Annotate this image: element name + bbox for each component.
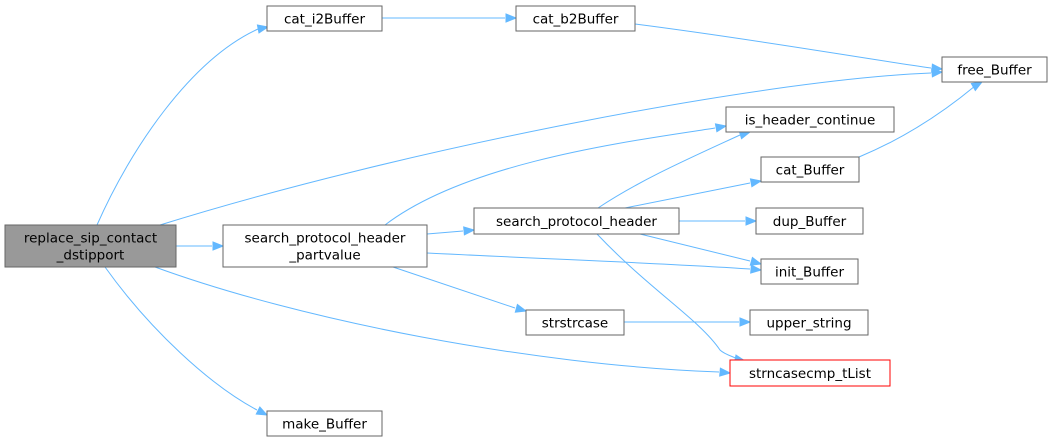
edge-line [426, 252, 751, 270]
arrowhead-icon [745, 216, 758, 226]
node-box [729, 359, 891, 387]
node-label: cat_Buffer [776, 163, 845, 179]
node-strstr[interactable]: strstrcase [525, 309, 625, 336]
node-box [749, 309, 869, 336]
node-label: is_header_continue [745, 113, 876, 129]
node-label: dup_Buffer [773, 214, 847, 230]
node-strncase[interactable]: strncasecmp_tList [729, 359, 891, 387]
node-box [760, 258, 859, 285]
node-label: replace_sip_contact [24, 231, 157, 247]
call-edges [96, 13, 984, 416]
arrowhead-icon [212, 241, 225, 251]
edge-line [159, 72, 932, 226]
edge-line [384, 127, 716, 226]
node-root[interactable]: replace_sip_contact_dstipport [4, 224, 177, 268]
edge-cat_buf-to-free [858, 81, 984, 158]
node-dup[interactable]: dup_Buffer [755, 207, 864, 235]
node-label: make_Buffer [282, 417, 367, 433]
node-label: _dstipport [56, 248, 125, 264]
node-box [725, 106, 895, 133]
node-make[interactable]: make_Buffer [266, 410, 383, 437]
edge-root-to-free [159, 68, 944, 226]
edge-sph_pv-to-is_hdr [384, 123, 728, 226]
edge-root-to-make [104, 266, 269, 416]
edge-line [596, 233, 741, 361]
edge-line [858, 85, 976, 158]
edge-line [96, 28, 259, 226]
edge-sph-to-is_hdr [597, 130, 752, 209]
node-box [266, 5, 383, 32]
arrowhead-icon [505, 13, 518, 23]
arrowhead-icon [719, 367, 732, 377]
edge-sph-to-init [639, 233, 763, 266]
edge-line [426, 230, 464, 235]
node-sph[interactable]: search_protocol_header [473, 207, 680, 235]
edge-line [597, 134, 741, 209]
call-nodes: replace_sip_contact_dstipport cat_i2Buffe… [4, 5, 1048, 437]
node-box [760, 156, 860, 183]
node-label: free_Buffer [957, 63, 1032, 79]
arrowhead-icon [463, 226, 476, 236]
node-box [525, 309, 625, 336]
edge-line [634, 23, 932, 69]
arrowhead-icon [970, 81, 984, 92]
edge-line [104, 266, 258, 411]
node-box [4, 224, 177, 268]
node-free[interactable]: free_Buffer [941, 56, 1048, 83]
edge-strstr-to-upper [624, 317, 752, 327]
node-box [755, 207, 864, 235]
arrowhead-icon [749, 256, 763, 266]
node-is-hdr[interactable]: is_header_continue [725, 106, 895, 133]
edge-line [154, 266, 720, 373]
node-box [222, 224, 428, 268]
arrowhead-icon [714, 123, 728, 133]
node-init[interactable]: init_Buffer [760, 258, 859, 285]
arrowhead-icon [750, 264, 763, 274]
arrowhead-icon [739, 317, 752, 327]
edge-line [624, 182, 751, 209]
node-box [515, 5, 636, 32]
arrowhead-icon [255, 406, 269, 416]
edge-line [639, 233, 751, 262]
node-label: cat_b2Buffer [533, 12, 619, 28]
edge-root-to-cat_i2 [96, 24, 270, 226]
edge-root-to-sph_pv [176, 241, 225, 251]
node-sph-pv[interactable]: search_protocol_header_partvalue [222, 224, 428, 268]
arrowhead-icon [749, 178, 763, 188]
node-label: strstrcase [542, 316, 609, 332]
node-label: cat_i2Buffer [284, 12, 366, 28]
edge-line [392, 266, 516, 309]
edge-sph-to-dup [679, 216, 758, 226]
node-label: search_protocol_header [496, 214, 657, 230]
node-box [266, 410, 383, 437]
node-label: _partvalue [288, 248, 360, 264]
node-box [473, 207, 680, 235]
node-label: upper_string [766, 316, 851, 332]
node-cat-b2[interactable]: cat_b2Buffer [515, 5, 636, 32]
arrowhead-icon [256, 24, 270, 34]
edge-cat_i2-to-cat_b2 [382, 13, 518, 23]
arrowhead-icon [931, 68, 944, 78]
node-cat-buf[interactable]: cat_Buffer [760, 156, 860, 183]
node-label: init_Buffer [775, 265, 845, 281]
edge-sph_pv-to-init [426, 252, 763, 274]
edge-sph-to-cat_buf [624, 178, 763, 209]
node-label: search_protocol_header [245, 231, 406, 247]
edge-sph_pv-to-strstr [392, 266, 528, 313]
edge-sph-to-strncase [596, 233, 747, 364]
edge-sph_pv-to-sph [426, 226, 476, 236]
arrowhead-icon [514, 303, 528, 313]
node-cat-i2[interactable]: cat_i2Buffer [266, 5, 383, 32]
edge-root-to-strncase [154, 266, 732, 377]
edge-cat_b2-to-free [634, 23, 944, 73]
node-upper[interactable]: upper_string [749, 309, 869, 336]
node-label: strncasecmp_tList [749, 366, 871, 382]
node-box [941, 56, 1048, 83]
